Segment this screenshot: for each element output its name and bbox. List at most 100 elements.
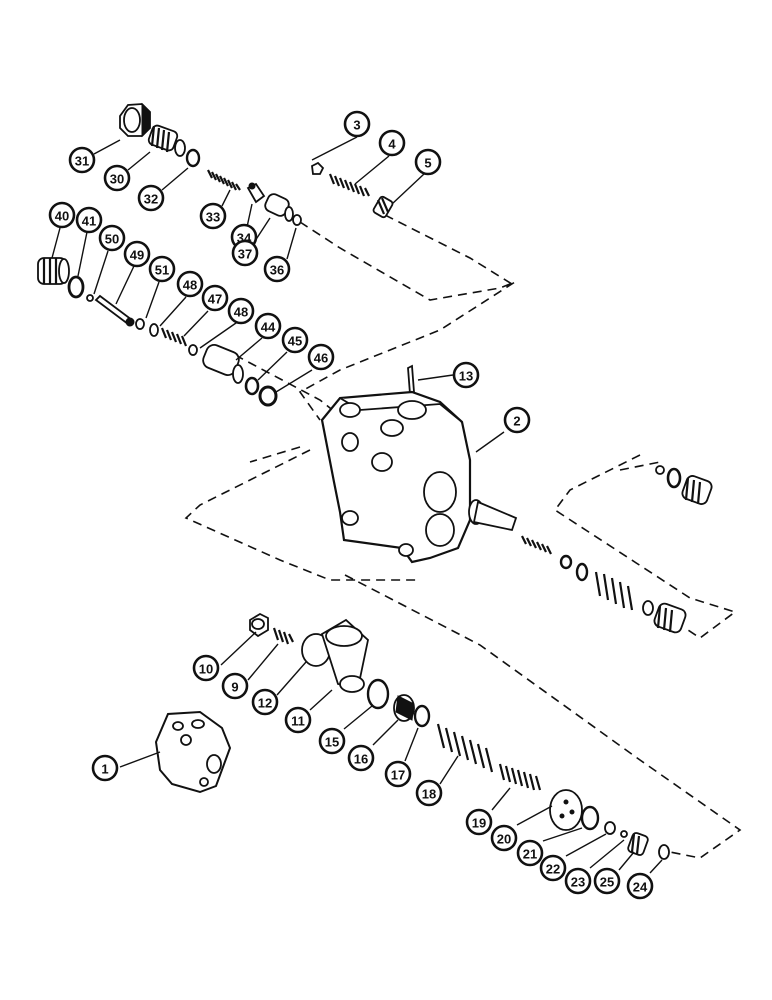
part-23-ball — [620, 830, 628, 838]
part-25-plug — [627, 832, 649, 856]
callout-17: 17 — [384, 760, 412, 788]
callout-32: 32 — [137, 184, 165, 212]
callout-49: 49 — [123, 240, 151, 268]
callout-33-label: 33 — [206, 210, 220, 225]
part-48-washer-2 — [188, 344, 198, 356]
callout-20: 20 — [490, 824, 518, 852]
callout-19: 19 — [465, 808, 493, 836]
callout-40-label: 40 — [55, 209, 69, 224]
callout-2-label: 2 — [513, 414, 520, 429]
callout-18: 18 — [415, 779, 443, 807]
callout-3: 3 — [343, 110, 371, 138]
part-46-backup-ring — [258, 385, 278, 407]
callout-33: 33 — [199, 202, 227, 230]
callout-37-label: 37 — [238, 247, 252, 262]
leader-lines — [51, 136, 663, 874]
callout-24-label: 24 — [633, 880, 648, 895]
part-48-washer — [149, 323, 159, 337]
part-37-seat — [264, 193, 294, 222]
part-47-spring — [160, 327, 188, 347]
callout-50-label: 50 — [105, 232, 119, 247]
callout-30: 30 — [103, 164, 131, 192]
callout-47: 47 — [201, 284, 229, 312]
callout-20-label: 20 — [497, 832, 511, 847]
callout-23: 23 — [564, 867, 592, 895]
callout-48-upper-label: 48 — [183, 278, 197, 293]
part-20-disc — [549, 789, 583, 831]
callout-3-label: 3 — [353, 118, 360, 133]
part-15-o-ring — [366, 678, 390, 710]
part-40-plug — [37, 257, 70, 285]
callout-32-label: 32 — [144, 192, 158, 207]
callout-24: 24 — [626, 872, 654, 900]
callout-41: 41 — [75, 206, 103, 234]
part-50-ring — [86, 294, 94, 302]
callout-37: 37 — [231, 239, 259, 267]
callout-4: 4 — [378, 129, 406, 157]
part-31-hex-nut — [119, 102, 151, 138]
callout-labels: 1 2 3 4 5 9 10 11 12 13 15 16 17 18 19 2… — [48, 110, 654, 900]
callout-51-label: 51 — [155, 263, 169, 278]
callout-44: 44 — [254, 312, 282, 340]
callout-18-label: 18 — [422, 787, 436, 802]
assembly-guide-lines — [184, 214, 742, 859]
part-41-o-ring — [67, 275, 85, 299]
callout-23-label: 23 — [571, 875, 585, 890]
right-spool-assembly — [468, 465, 713, 634]
callout-5: 5 — [414, 148, 442, 176]
callout-22: 22 — [539, 854, 567, 882]
callout-22-label: 22 — [546, 862, 560, 877]
part-4-spring — [328, 173, 370, 197]
callout-12-label: 12 — [258, 696, 272, 711]
part-19-spring — [498, 763, 542, 791]
callout-36-label: 36 — [270, 263, 284, 278]
callout-36: 36 — [263, 255, 291, 283]
callout-30-label: 30 — [110, 172, 124, 187]
callout-45: 45 — [281, 326, 309, 354]
part-24-o-ring — [658, 844, 670, 860]
callout-9: 9 — [221, 672, 249, 700]
part-11-sleeve — [320, 618, 369, 693]
callout-4-label: 4 — [388, 137, 396, 152]
callout-21: 21 — [516, 839, 544, 867]
callout-25: 25 — [593, 867, 621, 895]
part-30-fitting — [147, 124, 186, 157]
callout-40: 40 — [48, 201, 76, 229]
callout-1-label: 1 — [101, 762, 108, 777]
part-45-o-ring — [244, 376, 260, 396]
callout-46-label: 46 — [314, 351, 328, 366]
part-32-o-ring — [185, 148, 201, 168]
part-9-spring — [272, 627, 294, 645]
callout-17-label: 17 — [391, 768, 405, 783]
callout-44-label: 44 — [261, 320, 276, 335]
callout-45-label: 45 — [288, 334, 302, 349]
callout-16: 16 — [347, 744, 375, 772]
callout-9-label: 9 — [231, 680, 238, 695]
part-17-o-ring — [413, 704, 431, 728]
part-13-pin — [407, 364, 415, 396]
part-44-spool — [202, 344, 244, 384]
callout-41-label: 41 — [82, 214, 96, 229]
callout-31: 31 — [68, 146, 96, 174]
callout-48-upper: 48 — [176, 270, 204, 298]
parts-artwork — [37, 102, 713, 860]
part-1-valve-section — [154, 710, 232, 794]
callout-11-label: 11 — [291, 714, 305, 729]
callout-12: 12 — [251, 688, 279, 716]
part-33-spring — [207, 169, 241, 191]
part-49-pin — [94, 294, 135, 327]
callout-11: 11 — [284, 706, 312, 734]
part-22-washer — [604, 821, 616, 835]
part-36-o-ring — [292, 214, 302, 226]
callout-10-label: 10 — [199, 662, 213, 677]
part-51-washer — [135, 318, 145, 330]
callout-19-label: 19 — [472, 816, 486, 831]
callout-25-label: 25 — [600, 875, 614, 890]
callout-16-label: 16 — [354, 752, 368, 767]
callout-47-label: 47 — [208, 292, 222, 307]
part-18-spring — [436, 723, 494, 773]
part-2-valve-body — [320, 390, 472, 564]
part-16-collar — [393, 694, 415, 722]
part-21-o-ring — [580, 805, 600, 831]
